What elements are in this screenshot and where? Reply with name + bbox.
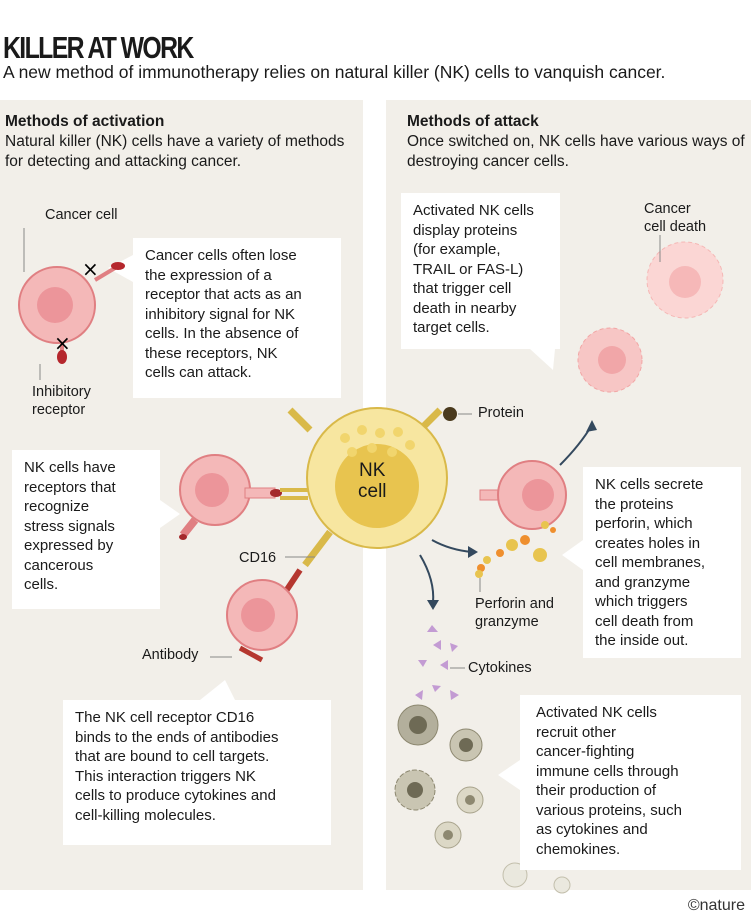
callout-cytokines: Activated NK cells recruit other cancer-… [520,695,741,870]
label-cytokines: Cytokines [468,660,532,676]
svg-text:×: × [54,331,71,355]
label-cancer-cell: Cancer cell [45,207,118,223]
nk-cell-icon [287,407,448,549]
nature-credit: ©nature [687,897,745,914]
label-protein: Protein [478,405,524,421]
left-heading: Methods of activation [5,113,165,130]
label-nk-cell: NK cell [358,460,387,502]
callout-perforin: NK cells secrete the proteins perforin, … [583,467,741,658]
immune-cells-icon [394,704,571,894]
callout-cd16: The NK cell receptor CD16 binds to the e… [63,700,331,845]
label-perforin-granzyme: Perforin and granzyme [475,596,554,630]
cytokine-triangles [415,625,459,700]
left-intro: Natural killer (NK) cells have a variety… [5,133,345,170]
label-cd16: CD16 [239,550,277,566]
label-antibody: Antibody [142,647,199,663]
svg-text:×: × [82,257,99,281]
callout-stress-signals: NK cells have receptors that recognize s… [12,450,160,609]
perforin-granules [475,521,556,578]
title: KILLER AT WORK [3,30,194,65]
cancer-cell-icon [18,266,96,344]
right-intro: Once switched on, NK cells have various … [407,133,745,170]
callout-inhibitory-receptor: Cancer cells often lose the expression o… [133,238,341,398]
label-cancer-cell-death: Cancer cell death [644,201,707,235]
subtitle: A new method of immunotherapy relies on … [3,62,666,82]
callout-death-proteins: Activated NK cells display proteins (for… [401,193,560,349]
label-inhibitory-receptor: Inhibitory receptor [32,384,91,418]
right-heading: Methods of attack [407,113,539,130]
